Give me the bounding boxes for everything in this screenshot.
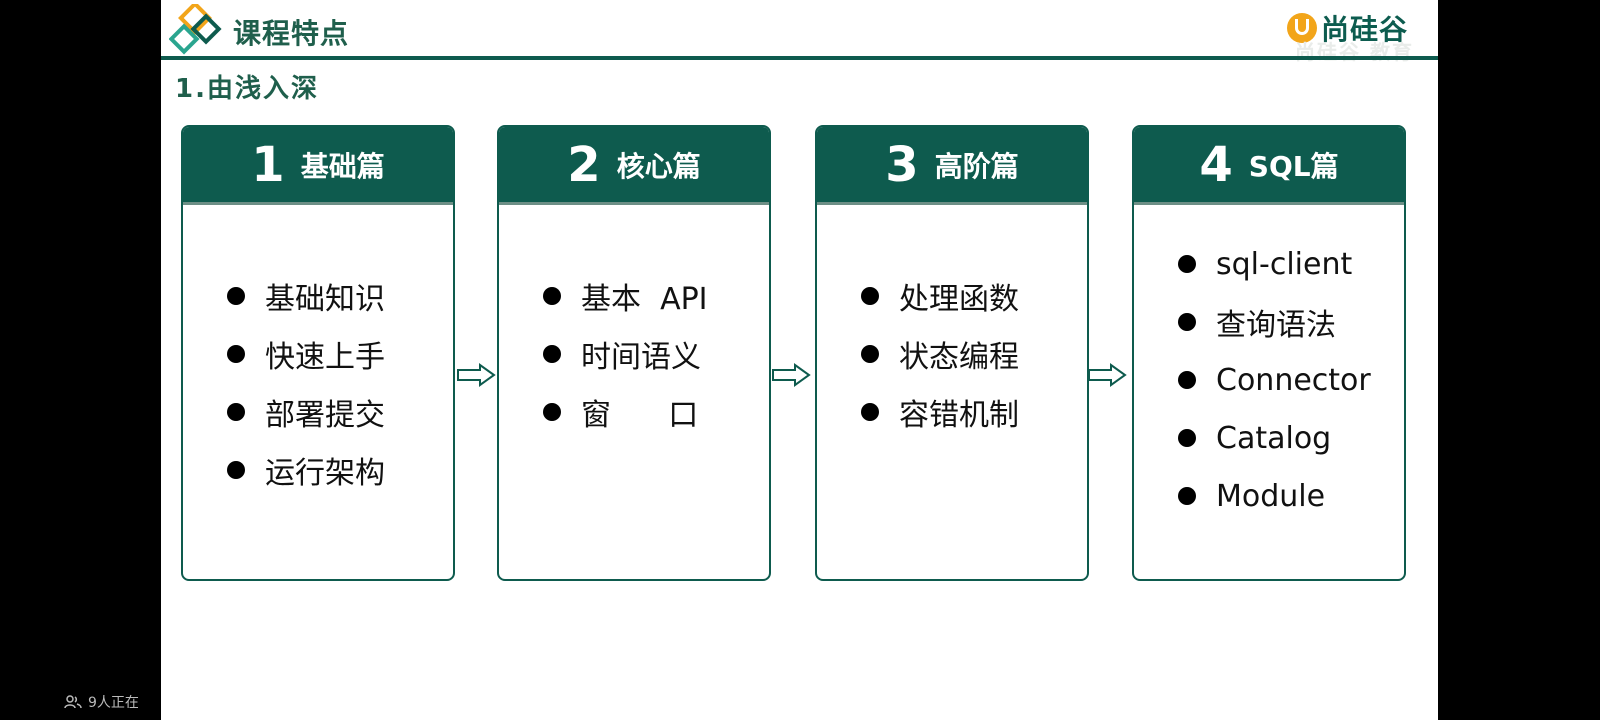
- header-divider: [161, 56, 1438, 60]
- brand-logo: 尚硅谷: [1286, 8, 1408, 48]
- card-header: 2 核心篇: [499, 127, 769, 205]
- card-basics: 1 基础篇 基础知识 快速上手 部署提交 运行架构: [181, 125, 455, 581]
- card-item-list: sql-client 查询语法 Connector Catalog Module: [1178, 235, 1371, 525]
- list-item: sql-client: [1178, 235, 1371, 293]
- card-header: 4 SQL篇: [1134, 127, 1404, 205]
- list-item: 时间语义: [543, 325, 708, 383]
- bullet-icon: [1178, 371, 1196, 389]
- bullet-icon: [1178, 429, 1196, 447]
- list-item: 基础知识: [227, 267, 385, 325]
- card-title: 基础篇: [300, 149, 385, 183]
- list-item: 容错机制: [861, 383, 1019, 441]
- list-item: 处理函数: [861, 267, 1019, 325]
- list-item: 基本 API: [543, 267, 708, 325]
- list-item: 查询语法: [1178, 293, 1371, 351]
- card-title: SQL篇: [1248, 149, 1339, 183]
- card-number: 2: [567, 136, 601, 193]
- bullet-icon: [227, 287, 245, 305]
- list-item: 快速上手: [227, 325, 385, 383]
- slide: 课程特点 尚硅谷 尚硅谷 教育 1.由浅入深 1 基础篇 基础知识 快速上手 部…: [161, 0, 1438, 720]
- card-item-list: 处理函数 状态编程 容错机制: [861, 267, 1019, 441]
- card-header: 1 基础篇: [183, 127, 453, 205]
- viewer-count: 9人正在: [64, 692, 139, 712]
- arrow-right-icon: [772, 363, 811, 387]
- brand-watermark: 尚硅谷 教育: [1295, 40, 1414, 64]
- card-core: 2 核心篇 基本 API 时间语义 窗 口: [497, 125, 771, 581]
- brand-name: 尚硅谷: [1320, 13, 1408, 46]
- bullet-icon: [861, 345, 879, 363]
- card-number: 3: [885, 136, 919, 193]
- bullet-icon: [1178, 255, 1196, 273]
- card-item-list: 基础知识 快速上手 部署提交 运行架构: [227, 267, 385, 499]
- card-title: 核心篇: [616, 149, 701, 183]
- list-item: Connector: [1178, 351, 1371, 409]
- card-item-list: 基本 API 时间语义 窗 口: [543, 267, 708, 441]
- diamond-logo-icon: [169, 4, 222, 55]
- bullet-icon: [861, 287, 879, 305]
- slide-title: 课程特点: [233, 17, 350, 50]
- section-subtitle: 1.由浅入深: [175, 74, 319, 104]
- list-item: 状态编程: [861, 325, 1019, 383]
- arrow-right-icon: [1088, 363, 1127, 387]
- bullet-icon: [227, 461, 245, 479]
- viewer-text: 9人正在: [88, 695, 139, 711]
- card-advanced: 3 高阶篇 处理函数 状态编程 容错机制: [815, 125, 1089, 581]
- brand-badge-icon: [1286, 13, 1317, 43]
- list-item: 窗 口: [543, 383, 708, 441]
- bullet-icon: [543, 403, 561, 421]
- list-item: 部署提交: [227, 383, 385, 441]
- bullet-icon: [227, 345, 245, 363]
- bullet-icon: [1178, 313, 1196, 331]
- bullet-icon: [543, 287, 561, 305]
- card-header: 3 高阶篇: [817, 127, 1087, 205]
- arrow-right-icon: [457, 363, 496, 387]
- card-title: 高阶篇: [934, 149, 1019, 183]
- list-item: Catalog: [1178, 409, 1371, 467]
- card-sql: 4 SQL篇 sql-client 查询语法 Connector Catalog…: [1132, 125, 1406, 581]
- card-number: 4: [1199, 136, 1233, 193]
- list-item: 运行架构: [227, 441, 385, 499]
- bullet-icon: [861, 403, 879, 421]
- people-icon: [64, 695, 82, 709]
- card-number: 1: [251, 136, 285, 193]
- bullet-icon: [1178, 487, 1196, 505]
- bullet-icon: [543, 345, 561, 363]
- list-item: Module: [1178, 467, 1371, 525]
- bullet-icon: [227, 403, 245, 421]
